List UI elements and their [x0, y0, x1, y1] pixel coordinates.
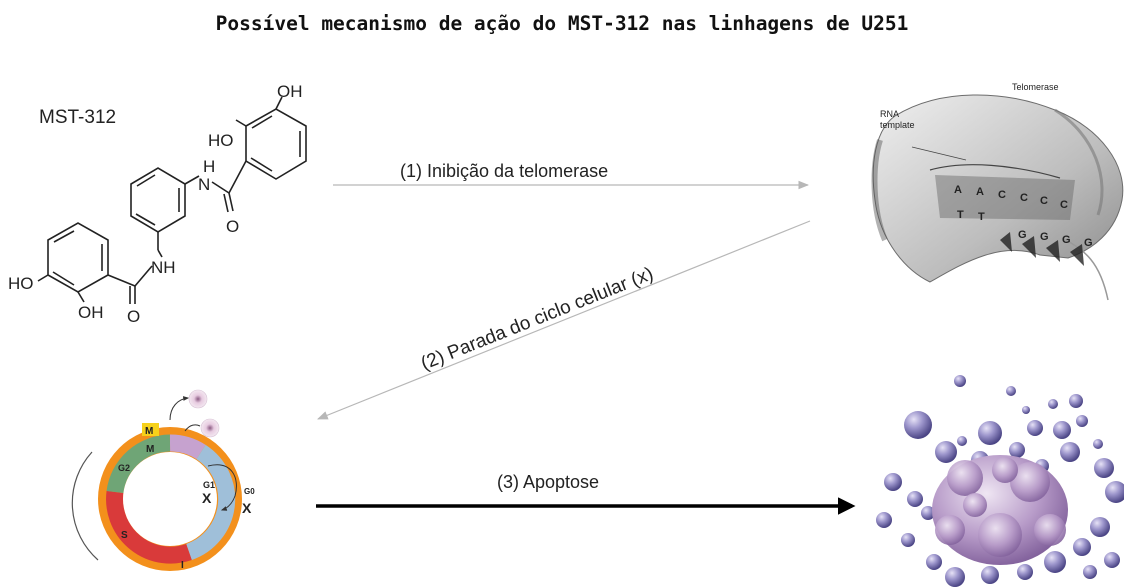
- label-step-3: (3) Apoptose: [497, 472, 599, 492]
- svg-text:G: G: [1018, 229, 1027, 241]
- svg-text:C: C: [1060, 199, 1068, 211]
- apoptosis-illustration: [876, 375, 1124, 587]
- block-mark-g0: X: [242, 500, 252, 516]
- apoptotic-body: [1027, 420, 1043, 436]
- apoptotic-body: [1083, 565, 1097, 579]
- cell-cycle-diagram: M M G2 S I G1 X G0 X: [71, 389, 255, 571]
- apoptotic-body: [1090, 517, 1110, 537]
- label-step-2: (2) Parada do ciclo celular (x): [418, 263, 656, 374]
- block-mark-g1: X: [202, 490, 212, 506]
- apoptotic-body: [1104, 552, 1120, 568]
- arrow-step-2: [316, 220, 811, 420]
- apoptotic-body: [921, 506, 935, 520]
- apoptotic-bleb: [963, 493, 987, 517]
- phase-s: S: [121, 530, 128, 541]
- atom-o-bottom: O: [127, 307, 140, 326]
- telomerase-template-line1: RNA: [880, 109, 899, 119]
- apoptotic-bleb: [935, 515, 965, 545]
- apoptotic-body: [1048, 399, 1058, 409]
- apoptotic-body: [901, 533, 915, 547]
- phase-i: I: [181, 560, 184, 571]
- atom-h: H: [203, 157, 215, 176]
- mst312-atoms: MST-312 OH HO H N O NH HO OH O: [8, 82, 303, 326]
- apoptotic-body: [945, 567, 965, 587]
- apoptotic-body: [1076, 415, 1088, 427]
- apoptotic-bleb: [1010, 462, 1050, 502]
- apoptotic-body: [876, 512, 892, 528]
- svg-text:A: A: [954, 184, 962, 196]
- apoptotic-body: [1053, 421, 1071, 439]
- apoptotic-body: [978, 421, 1002, 445]
- apoptotic-body: [884, 473, 902, 491]
- phase-m-outer: M: [145, 426, 153, 437]
- atom-ho-left: HO: [8, 274, 34, 293]
- compound-name: MST-312: [39, 107, 116, 128]
- apoptotic-body: [1105, 481, 1124, 503]
- atom-n: N: [198, 175, 210, 194]
- phase-g1: G1: [203, 480, 215, 490]
- svg-text:G: G: [1040, 231, 1049, 243]
- telomerase-template-line2: template: [880, 120, 915, 130]
- atom-ho-mid: HO: [208, 131, 234, 150]
- apoptotic-body: [1022, 406, 1030, 414]
- apoptotic-bleb: [978, 513, 1022, 557]
- apoptotic-bleb: [992, 457, 1018, 483]
- telomerase-illustration: Telomerase RNA template A A C C C C T T …: [871, 82, 1124, 301]
- apoptotic-bleb: [1034, 514, 1066, 546]
- svg-text:G: G: [1062, 234, 1071, 246]
- phase-m: M: [146, 444, 154, 455]
- apoptotic-body: [1093, 439, 1103, 449]
- label-step-1: (1) Inibição da telomerase: [400, 161, 608, 181]
- telomerase-bases: A A C C C C T T G G G G: [954, 184, 1093, 249]
- diagram-title: Possível mecanismo de ação do MST-312 na…: [215, 12, 909, 35]
- apoptotic-body: [1073, 538, 1091, 556]
- atom-nh: NH: [151, 258, 176, 277]
- apoptotic-body: [1044, 551, 1066, 573]
- svg-text:T: T: [978, 211, 985, 223]
- svg-text:C: C: [1020, 192, 1028, 204]
- phase-g2: G2: [118, 463, 130, 473]
- atom-oh-bottom: OH: [78, 303, 104, 322]
- apoptotic-body: [904, 411, 932, 439]
- apoptotic-body: [1017, 564, 1033, 580]
- apoptotic-body: [954, 375, 966, 387]
- svg-text:C: C: [1040, 195, 1048, 207]
- apoptotic-body: [935, 441, 957, 463]
- apoptotic-bleb: [947, 460, 983, 496]
- atom-oh-top: OH: [277, 82, 303, 101]
- svg-text:A: A: [976, 186, 984, 198]
- apoptotic-body: [1009, 442, 1025, 458]
- apoptotic-body: [1069, 394, 1083, 408]
- apoptotic-body: [907, 491, 923, 507]
- svg-text:C: C: [998, 189, 1006, 201]
- apoptotic-body: [957, 436, 967, 446]
- svg-text:G: G: [1084, 237, 1093, 249]
- svg-text:T: T: [957, 209, 964, 221]
- apoptotic-body: [926, 554, 942, 570]
- apoptotic-body: [1060, 442, 1080, 462]
- atom-o-top: O: [226, 217, 239, 236]
- apoptotic-body: [1006, 386, 1016, 396]
- telomerase-title: Telomerase: [1012, 82, 1059, 92]
- apoptotic-body: [981, 566, 999, 584]
- mst312-structure: [37, 96, 307, 304]
- phase-g0: G0: [244, 487, 255, 496]
- apoptotic-body: [1094, 458, 1114, 478]
